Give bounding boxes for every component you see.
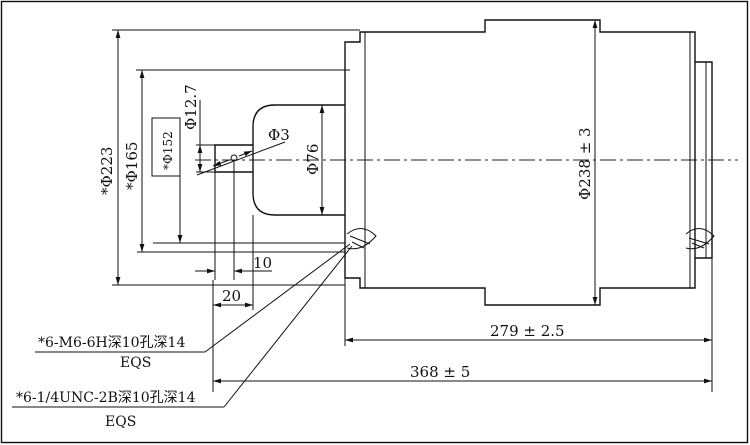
dim-phi76: Φ76 <box>304 105 325 215</box>
callout-m6: *6-M6-6H深10孔深14 EQS <box>35 243 351 371</box>
phi223-label: *Φ223 <box>98 147 116 195</box>
motor-body <box>344 19 715 306</box>
phi76-label: Φ76 <box>304 144 322 175</box>
callout-m6-note: EQS <box>120 355 151 371</box>
callout-unc: *6-1/4UNC-2B深10孔深14 EQS <box>12 245 353 430</box>
callout-unc-note: EQS <box>105 414 136 430</box>
dim-phi165: *Φ165 <box>123 69 350 253</box>
dim-phi238: Φ238 ± 3 <box>576 20 598 305</box>
phi238-label: Φ238 ± 3 <box>576 127 594 200</box>
phi12-7-label: Φ12.7 <box>182 84 200 130</box>
dim-phi152: *Φ152 <box>151 117 345 244</box>
callout-unc-spec: *6-1/4UNC-2B深10孔深14 <box>16 390 196 406</box>
len279-label: 279 ± 2.5 <box>490 322 565 340</box>
phi152-label: *Φ152 <box>161 131 175 170</box>
callout-m6-spec: *6-M6-6H深10孔深14 <box>38 335 185 351</box>
phi165-label: *Φ165 <box>123 142 141 190</box>
len368-label: 368 ± 5 <box>410 363 470 381</box>
phi3-label: Φ3 <box>268 126 290 144</box>
len10-label: 10 <box>253 254 272 272</box>
dim-phi3: Φ3 <box>196 126 290 176</box>
dim-phi223: *Φ223 <box>98 29 360 286</box>
dim-phi12-7: Φ12.7 <box>182 84 253 173</box>
len20-label: 20 <box>222 287 241 305</box>
dim-279: 279 ± 2.5 <box>344 258 713 392</box>
shaft-hub <box>252 104 345 216</box>
dim-10: 10 <box>195 162 272 310</box>
dim-368: 368 ± 5 <box>213 363 712 384</box>
dim-20: 20 <box>212 280 253 392</box>
